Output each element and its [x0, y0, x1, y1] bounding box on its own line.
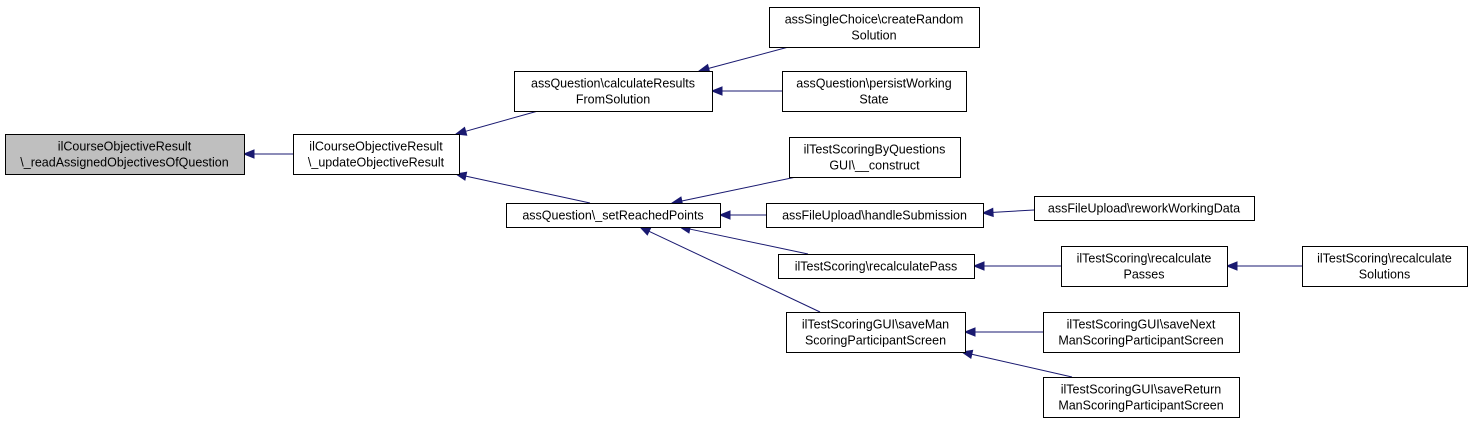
nodes-layer: ilCourseObjectiveResult \_readAssignedObj… — [5, 7, 1468, 418]
node-label: ilTestScoring\recalculate — [1317, 252, 1452, 266]
edge-line — [708, 44, 797, 69]
arrowhead-icon — [454, 126, 468, 136]
node-box — [1043, 312, 1240, 353]
node-box — [293, 134, 460, 175]
edge-n6-to-n3 — [670, 175, 802, 206]
function-node[interactable]: ilTestScoring\recalculatePass — [778, 254, 975, 279]
edge-n8-to-n3 — [678, 224, 809, 255]
arrowhead-icon — [710, 86, 723, 96]
node-box — [789, 137, 961, 178]
arrowhead-icon — [718, 210, 731, 220]
node-box — [1302, 246, 1468, 287]
edge-n11-to-n8 — [972, 261, 1061, 271]
node-label: GUI\__construct — [829, 159, 920, 173]
node-label: ilCourseObjectiveResult — [309, 140, 443, 154]
node-box — [782, 71, 967, 112]
function-node[interactable]: ilTestScoringGUI\saveManScoringParticipa… — [786, 312, 966, 353]
node-box — [1043, 377, 1240, 418]
function-node[interactable]: ilTestScoringGUI\saveReturnManScoringPar… — [1043, 377, 1240, 418]
node-label: assQuestion\persistWorking — [796, 77, 951, 91]
edge-line — [648, 230, 821, 313]
node-label: Passes — [1124, 268, 1165, 282]
node-box — [5, 134, 245, 175]
node-label: FromSolution — [576, 93, 650, 107]
node-box — [778, 254, 975, 279]
node-box — [769, 7, 980, 48]
node-box — [766, 203, 984, 228]
node-box — [1061, 246, 1228, 287]
node-label: ScoringParticipantScreen — [805, 334, 946, 348]
edge-line — [992, 209, 1035, 213]
node-label: \_readAssignedObjectivesOfQuestion — [20, 156, 228, 170]
node-box — [1034, 196, 1255, 221]
node-label: ilTestScoring\recalculatePass — [795, 260, 958, 274]
node-box — [506, 203, 721, 228]
edge-n7-to-n3 — [718, 210, 766, 220]
node-label: assFileUpload\handleSubmission — [782, 209, 967, 223]
node-label: Solutions — [1359, 268, 1410, 282]
node-box — [786, 312, 966, 353]
node-label: ManScoringParticipantScreen — [1058, 399, 1223, 413]
node-label: \_updateObjectiveResult — [308, 156, 445, 170]
edge-n1-to-n0 — [242, 149, 293, 159]
edge-n2-to-n1 — [454, 110, 539, 136]
arrowhead-icon — [638, 226, 652, 236]
node-label: ilTestScoringGUI\saveNext — [1067, 318, 1216, 332]
arrowhead-icon — [242, 149, 255, 159]
node-label: ilTestScoringGUI\saveMan — [802, 318, 949, 332]
function-node[interactable]: ilCourseObjectiveResult \_updateObjective… — [293, 134, 460, 175]
edge-line — [465, 110, 539, 132]
node-label: State — [859, 93, 888, 107]
edge-n12-to-n9 — [963, 327, 1043, 337]
node-label: assSingleChoice\createRandom — [785, 13, 964, 27]
edge-n4-to-n2 — [697, 44, 797, 73]
edge-n14-to-n11 — [1225, 261, 1302, 271]
edges-layer — [242, 44, 1302, 378]
arrowhead-icon — [1225, 261, 1238, 271]
function-node[interactable]: assFileUpload\reworkWorkingData — [1034, 196, 1255, 221]
edge-n10-to-n7 — [981, 207, 1035, 218]
edge-line — [689, 228, 809, 255]
edge-line — [465, 175, 591, 204]
arrowhead-icon — [981, 207, 994, 218]
function-node[interactable]: ilTestScoringGUI\saveNextManScoringParti… — [1043, 312, 1240, 353]
node-label: ilTestScoring\recalculate — [1077, 252, 1212, 266]
node-label: assQuestion\calculateResults — [531, 77, 695, 91]
function-node[interactable]: assQuestion\_setReachedPoints — [506, 203, 721, 228]
node-label: assFileUpload\reworkWorkingData — [1048, 202, 1240, 216]
node-box — [514, 71, 713, 112]
node-label: Solution — [851, 29, 896, 43]
edge-line — [971, 353, 1073, 378]
edge-n3-to-n1 — [454, 171, 591, 204]
function-node[interactable]: assFileUpload\handleSubmission — [766, 203, 984, 228]
root-function-node[interactable]: ilCourseObjectiveResult \_readAssignedObj… — [5, 134, 245, 175]
node-label: ManScoringParticipantScreen — [1058, 334, 1223, 348]
edge-n5-to-n2 — [710, 86, 782, 96]
node-label: ilTestScoringGUI\saveReturn — [1061, 383, 1222, 397]
arrowhead-icon — [972, 261, 985, 271]
node-label: ilCourseObjectiveResult — [58, 140, 192, 154]
arrowhead-icon — [963, 327, 976, 337]
edge-n13-to-n9 — [960, 349, 1073, 378]
edge-line — [681, 175, 802, 202]
node-label: ilTestScoringByQuestions — [804, 143, 946, 157]
node-label: assQuestion\_setReachedPoints — [522, 209, 703, 223]
